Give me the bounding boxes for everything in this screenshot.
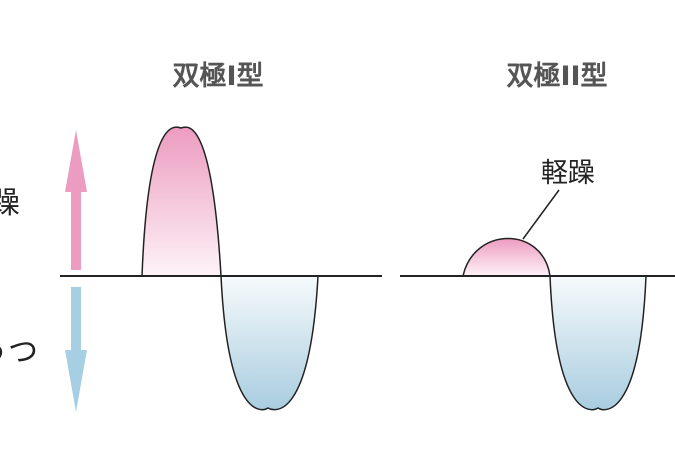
depression-arrow (65, 287, 87, 412)
mania-label: 躁 (0, 186, 20, 221)
depression-wave-bipolar-2 (549, 275, 647, 411)
depression-wave-bipolar-1 (220, 275, 319, 411)
panel-title-bipolar-1: 双極I型 (172, 61, 263, 92)
hypomania-leader-line (522, 189, 560, 240)
hypomania-label: 軽躁 (541, 158, 595, 189)
panel-title-bipolar-2: 双極II型 (506, 61, 607, 92)
hypomania-wave-bipolar-2 (462, 237, 551, 277)
mania-arrow (65, 130, 87, 270)
mania-wave-bipolar-1 (141, 126, 222, 277)
depression-label: うつ (0, 335, 38, 370)
